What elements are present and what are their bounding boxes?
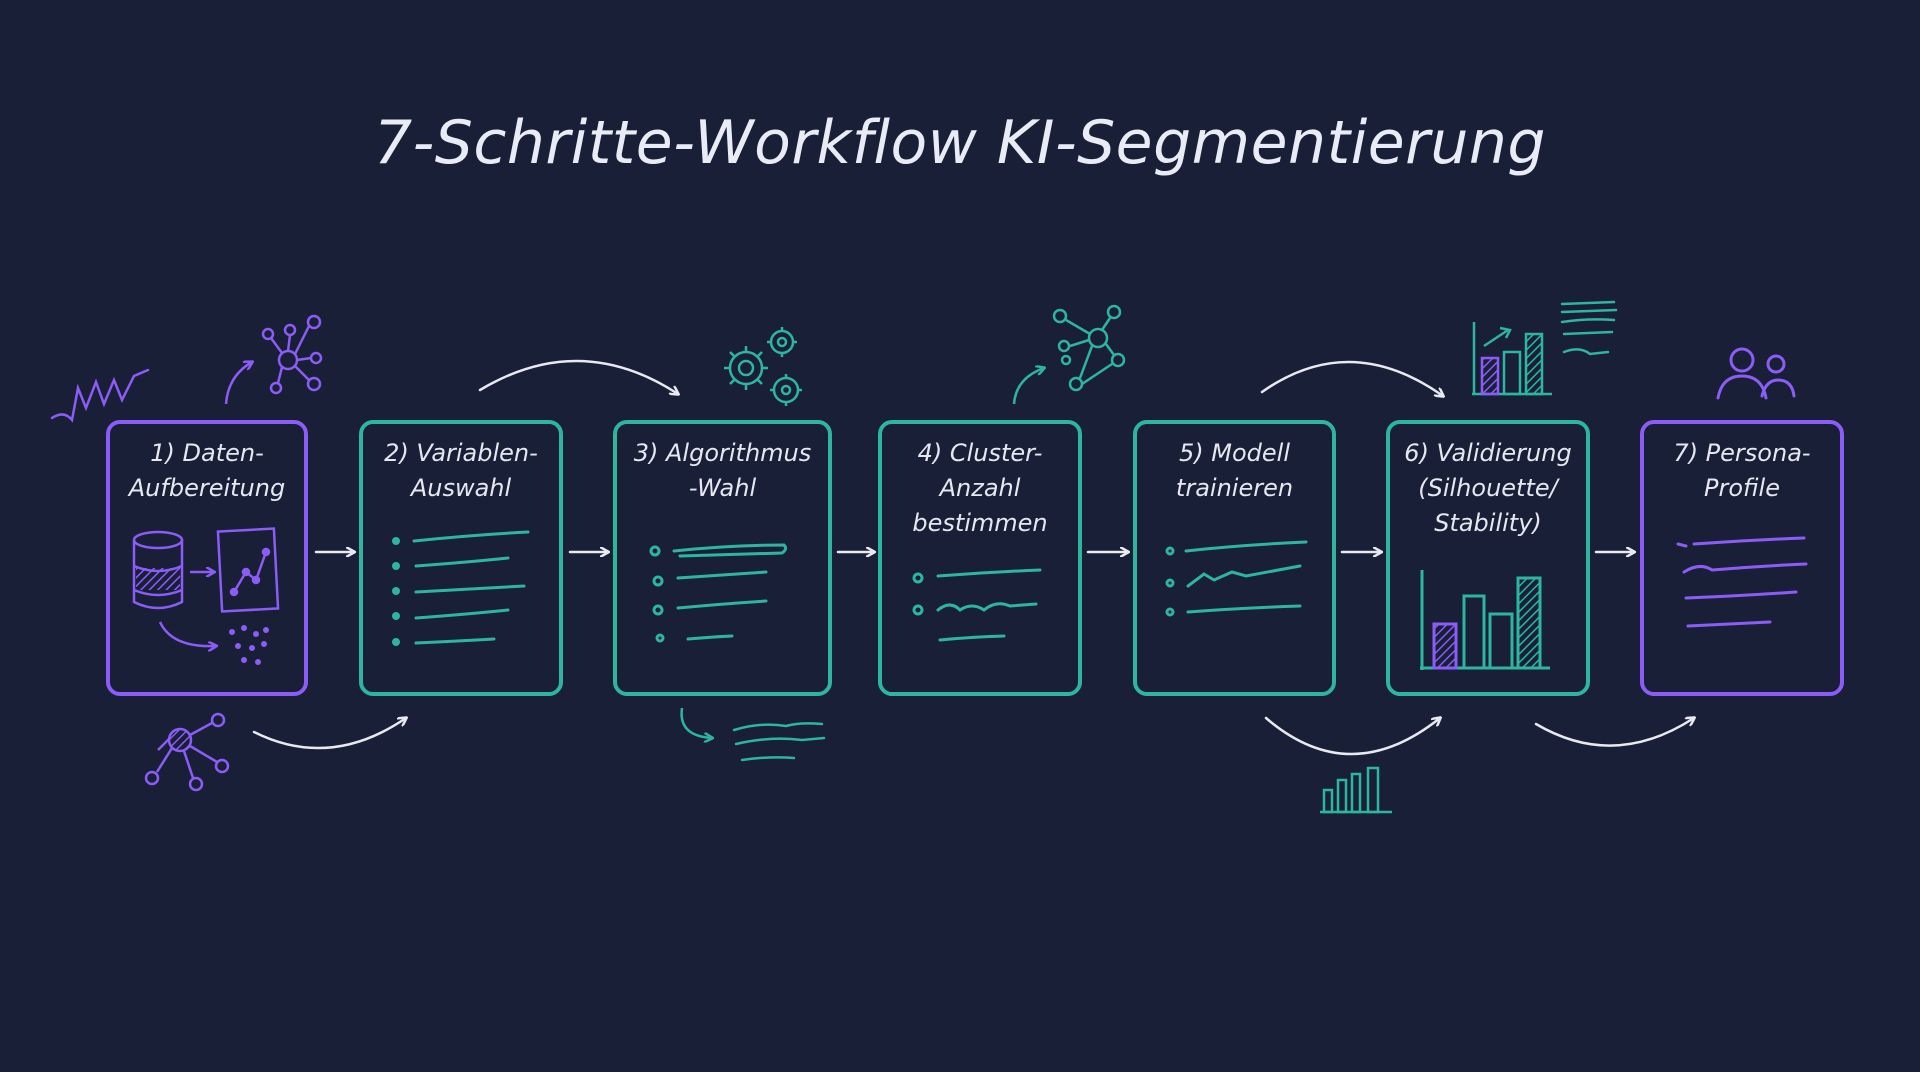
- step3-sub-arrow: [680, 707, 712, 738]
- curve-arrow-top-5-6: [1260, 360, 1443, 396]
- scribble-decoration: [50, 368, 150, 423]
- step-3-box: 3) Algorithmus -Wahl: [613, 420, 832, 696]
- step-1-box: 1) Daten- Aufbereitung: [106, 420, 308, 696]
- bullet-list-icon: [392, 530, 530, 646]
- step4-small-arrow: [1012, 368, 1044, 405]
- dots-cluster-icon: [229, 625, 269, 665]
- step-2-box: 2) Variablen- Auswahl: [359, 420, 563, 696]
- small-bar-chart-icon: [1320, 766, 1392, 814]
- curve-arrow-bottom-6-7: [1534, 718, 1694, 747]
- step-6-label: 6) Validierung (Silhouette/ Stability): [1404, 439, 1572, 537]
- step-6-box: 6) Validierung (Silhouette/ Stability): [1386, 420, 1590, 696]
- validation-bar-chart-icon: [1420, 570, 1550, 670]
- step-5-box: 5) Modell trainieren: [1133, 420, 1336, 696]
- step-3-label: 3) Algorithmus -Wahl: [633, 439, 812, 502]
- people-icon: [1716, 347, 1796, 400]
- chart-to-dots-arrow: [158, 621, 216, 646]
- curve-arrow-top-2-3: [478, 359, 678, 394]
- gears-icon: [724, 327, 802, 406]
- step-1-label: 1) Daten- Aufbereitung: [128, 439, 286, 502]
- diagram-title: 7-Schritte-Workflow KI-Segmentierung: [373, 108, 1546, 178]
- step-5-label: 5) Modell trainieren: [1175, 439, 1294, 502]
- step-2-label: 2) Variablen- Auswahl: [384, 439, 538, 502]
- database-icon: [132, 530, 184, 610]
- curve-arrow-bottom-5-6: [1264, 718, 1440, 756]
- top-bar-chart-icon: [1472, 322, 1552, 396]
- hub-network-icon: [144, 712, 230, 792]
- trend-lines-icon: [1165, 540, 1308, 617]
- scatter-chart-icon: [216, 527, 280, 613]
- cluster-network-icon: [1052, 304, 1126, 392]
- step3-scribble-notes: [732, 722, 826, 762]
- curve-arrow-bottom-1-2: [252, 718, 406, 750]
- top-text-lines-icon: [1560, 300, 1618, 356]
- step-7-label: 7) Persona- Profile: [1673, 439, 1811, 502]
- step-7-box: 7) Persona- Profile: [1640, 420, 1844, 696]
- step-4-label: 4) Cluster- Anzahl bestimmen: [912, 439, 1048, 537]
- small-arrow-up: [224, 362, 252, 405]
- curved-arrows: [252, 359, 1694, 756]
- network-icon: [261, 314, 323, 395]
- step-4-box: 4) Cluster- Anzahl bestimmen: [878, 420, 1082, 696]
- step4-list-icon: [912, 568, 1042, 642]
- algorithm-list-icon: [649, 543, 788, 643]
- persona-text-lines-icon: [1676, 536, 1808, 628]
